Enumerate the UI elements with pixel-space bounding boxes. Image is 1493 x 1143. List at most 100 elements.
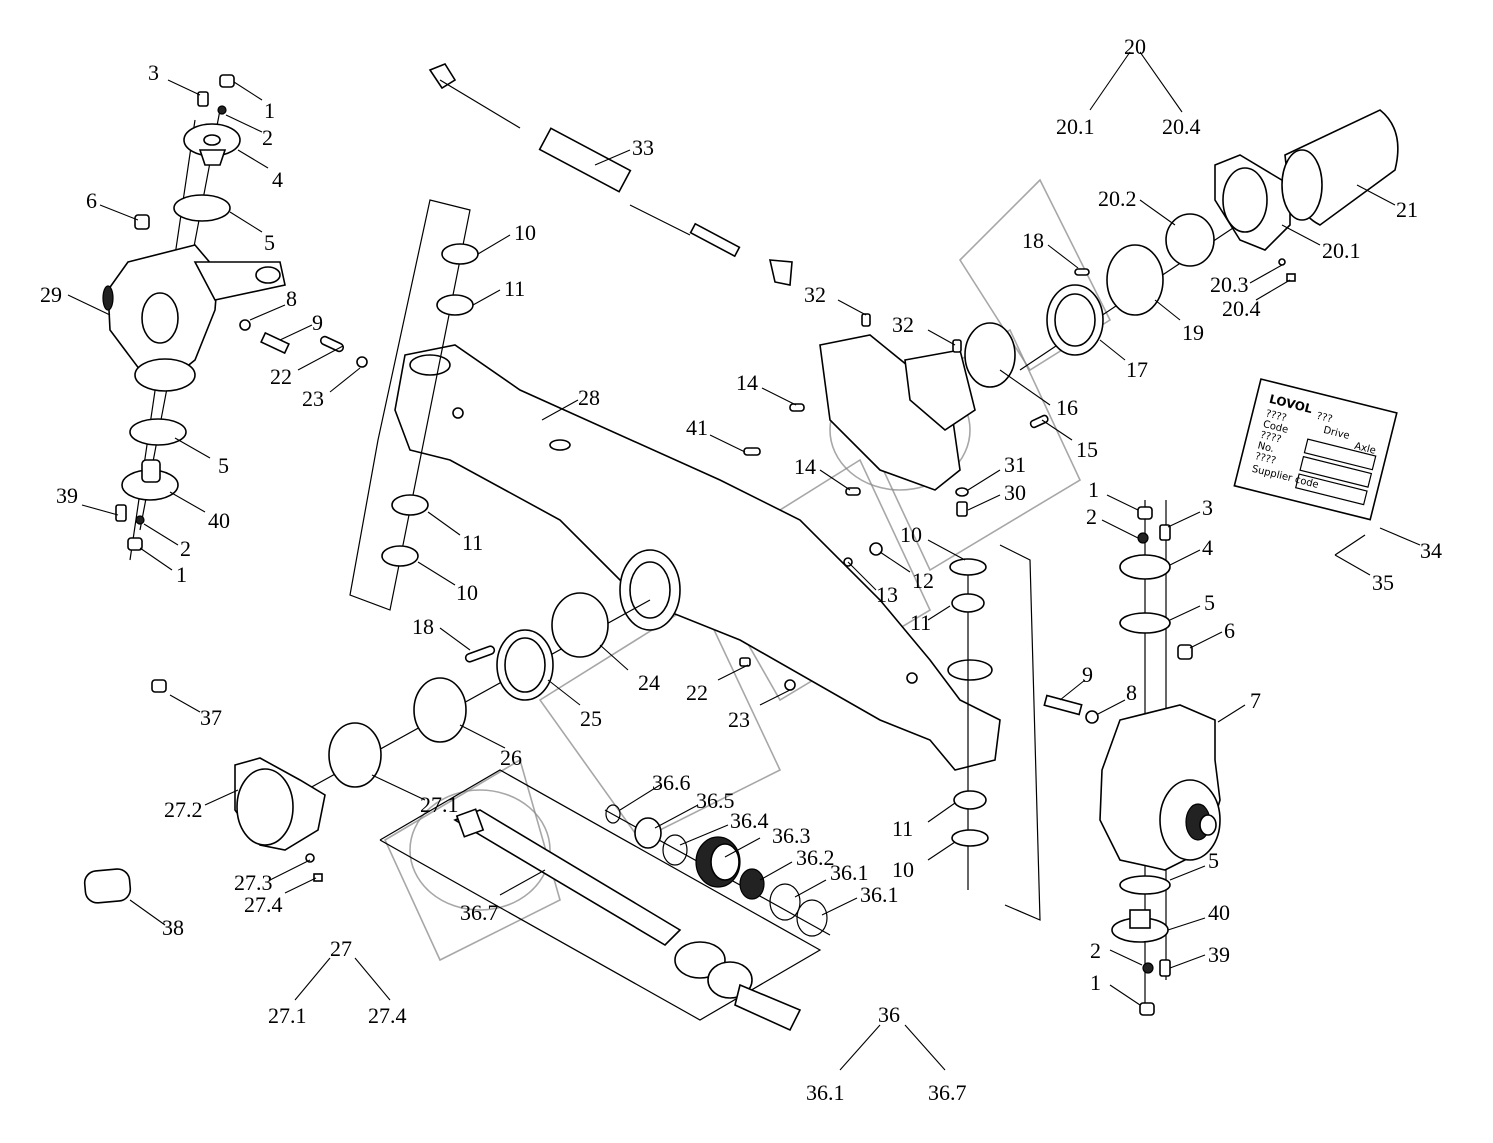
callout-label: 10: [900, 522, 922, 547]
callout-label: 29: [40, 282, 62, 307]
callout-label: 9: [1082, 662, 1093, 687]
callout-label: 36.7: [460, 900, 499, 925]
callout-label: 36.1: [830, 860, 869, 885]
callout-label: 8: [286, 286, 297, 311]
rivet-35: [1334, 534, 1366, 556]
callout-label: 36.1: [806, 1080, 845, 1105]
callout-label: 3: [148, 60, 159, 85]
callout-label: 12: [912, 568, 934, 593]
callout-label: 36.5: [696, 788, 735, 813]
callout-label: 17: [1126, 357, 1148, 382]
callout-label: 2: [262, 125, 273, 150]
callout-label: 32: [804, 282, 826, 307]
callout-label: 27.2: [164, 797, 203, 822]
callout-label: 20.1: [1322, 238, 1361, 263]
seal-kit: [604, 804, 831, 937]
callout-label: 36.1: [860, 882, 899, 907]
nameplate-text: ???: [1315, 411, 1333, 426]
nameplate: LOVOL ???? Code ???? No. ???? Supplier c…: [1233, 378, 1398, 521]
callout-label: 20: [1124, 34, 1146, 59]
callout-label: 6: [86, 188, 97, 213]
callout-label: 36.7: [928, 1080, 967, 1105]
callout-label: 27: [330, 936, 352, 961]
callout-label: 22: [270, 364, 292, 389]
callout-label: 24: [638, 670, 660, 695]
nameplate-text: ????: [1254, 451, 1277, 467]
left-steering-knuckle-assembly: [102, 74, 368, 561]
callout-label: 5: [218, 453, 229, 478]
callout-label: 32: [892, 312, 914, 337]
callout-label: 22: [686, 680, 708, 705]
nameplate-text: ????: [1264, 408, 1287, 424]
callout-label: 2: [1090, 938, 1101, 963]
callout-label: 41: [686, 415, 708, 440]
callout-label: 3: [1202, 495, 1213, 520]
callout-label: 33: [632, 135, 654, 160]
callout-label: 25: [580, 706, 602, 731]
callout-label: 11: [910, 610, 931, 635]
callout-label: 36.2: [796, 845, 835, 870]
callout-label: 9: [312, 310, 323, 335]
callout-label: 20.4: [1222, 296, 1261, 321]
steering-cylinder-tie-rod: [428, 63, 793, 286]
callout-label: 39: [1208, 942, 1230, 967]
callout-label: 1: [176, 562, 187, 587]
callout-label: 11: [462, 530, 483, 555]
callout-label: 18: [412, 614, 434, 639]
callout-label: 5: [264, 230, 275, 255]
callout-label: 36.3: [772, 823, 811, 848]
callout-label: 26: [500, 745, 522, 770]
callout-label: 38: [162, 915, 184, 940]
callout-label: 40: [208, 508, 230, 533]
callout-label: 2: [1086, 504, 1097, 529]
callout-label: 1: [264, 98, 275, 123]
callout-label: 11: [504, 276, 525, 301]
callout-label: 8: [1126, 680, 1137, 705]
callout-label: 2: [180, 536, 191, 561]
callout-label: 4: [1202, 535, 1213, 560]
callout-label: 21: [1396, 197, 1418, 222]
callout-label: 20.4: [1162, 114, 1201, 139]
callout-label: 40: [1208, 900, 1230, 925]
callout-label: 35: [1372, 570, 1394, 595]
callout-label: 27.1: [268, 1003, 307, 1028]
callout-labels: 3 1 2 4 5 6 29 8 9 22 23 5 40 39 2 1 10 …: [40, 34, 1442, 1105]
callout-label: 20.2: [1098, 186, 1137, 211]
left-bearing-cap-assembly: [83, 592, 796, 904]
callout-label: 34: [1420, 538, 1442, 563]
nameplate-text: No.: [1256, 440, 1275, 455]
callout-label: 30: [1004, 480, 1026, 505]
half-shaft-assembly: [379, 769, 822, 1032]
callout-label: 37: [200, 705, 222, 730]
axle-housing: [394, 344, 1001, 771]
callout-label: 14: [794, 454, 816, 479]
callout-label: 15: [1076, 437, 1098, 462]
callout-label: 23: [302, 386, 324, 411]
callout-label: 36.4: [730, 808, 769, 833]
callout-label: 5: [1208, 848, 1219, 873]
callout-label: 1: [1088, 477, 1099, 502]
callout-label: 27.4: [368, 1003, 407, 1028]
callout-label: 19: [1182, 320, 1204, 345]
leader-lines: [67, 51, 1421, 1071]
nameplate-text: Axle: [1353, 441, 1377, 457]
callout-label: 27.4: [244, 892, 283, 917]
callout-label: 13: [876, 582, 898, 607]
callout-label: 6: [1224, 618, 1235, 643]
right-bearing-cap-assembly: [1019, 109, 1399, 371]
callout-label: 23: [728, 707, 750, 732]
callout-label: 10: [892, 857, 914, 882]
callout-label: 5: [1204, 590, 1215, 615]
callout-label: 14: [736, 370, 758, 395]
callout-label: 18: [1022, 228, 1044, 253]
callout-label: 27.3: [234, 870, 273, 895]
callout-label: 20.1: [1056, 114, 1095, 139]
callout-label: 4: [272, 167, 283, 192]
callout-label: 1: [1090, 970, 1101, 995]
callout-label: 10: [456, 580, 478, 605]
callout-label: 27.1: [420, 792, 459, 817]
right-steering-knuckle-assembly: [1043, 500, 1221, 1016]
callout-label: 16: [1056, 395, 1078, 420]
right-bearing-stack: [949, 544, 1041, 921]
